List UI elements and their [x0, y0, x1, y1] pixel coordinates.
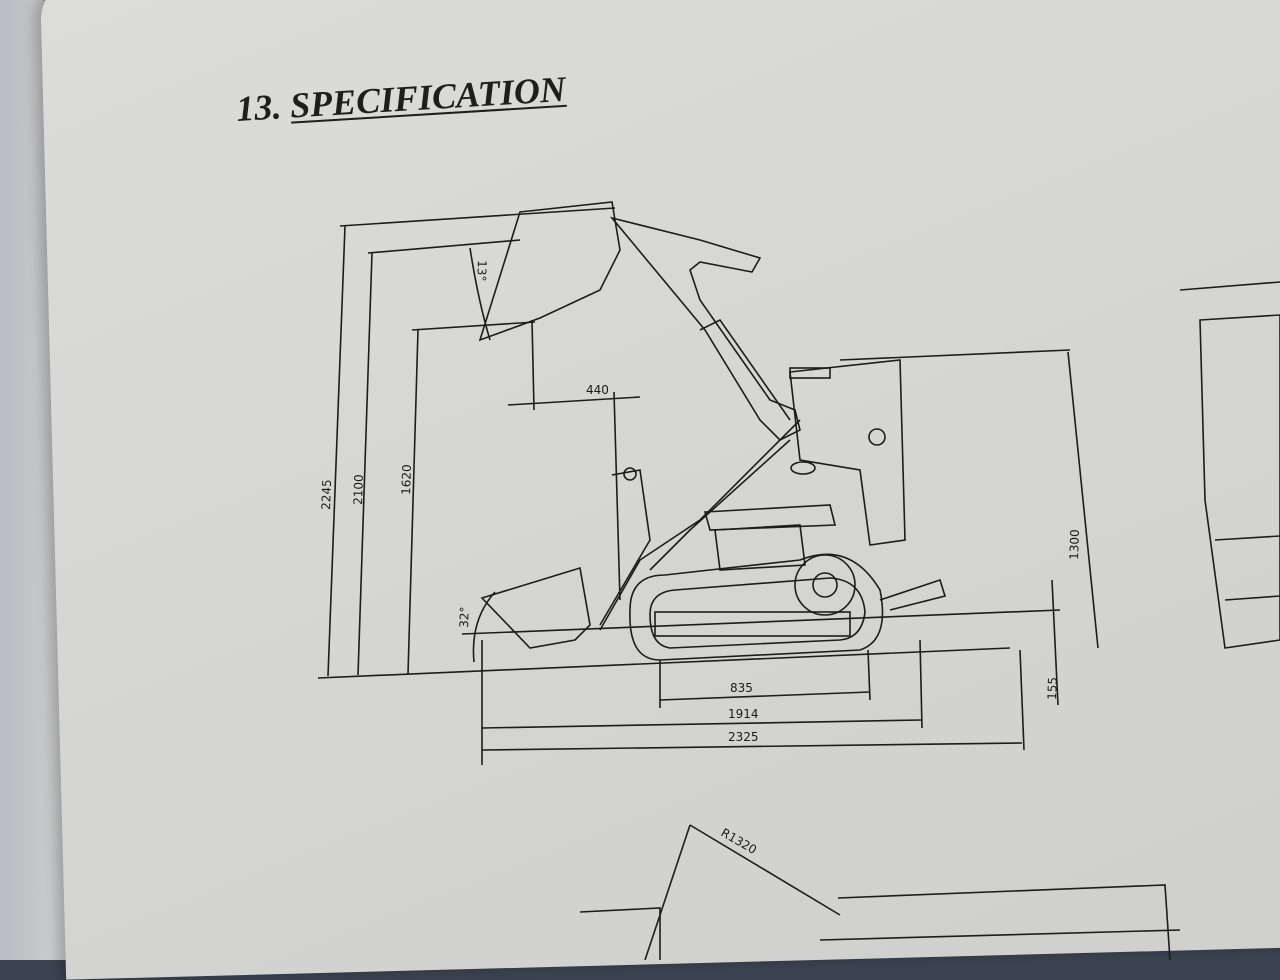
- front-view-partial: [1179, 281, 1280, 649]
- label-1300: 1300: [1067, 529, 1082, 560]
- label-13deg: 13°: [474, 260, 489, 282]
- top-view-partial: [579, 884, 1181, 960]
- label-2100: 2100: [351, 474, 366, 505]
- label-r1320: R1320: [719, 825, 760, 857]
- drive-sprocket: [794, 554, 856, 616]
- label-155: 155: [1045, 677, 1060, 700]
- label-2245: 2245: [319, 479, 334, 510]
- dim-line-1300: [1067, 351, 1099, 649]
- label-1914: 1914: [728, 707, 759, 721]
- label-1620: 1620: [399, 464, 414, 495]
- loader-arm: [609, 216, 801, 441]
- lowered-bucket: [480, 566, 591, 649]
- label-835: 835: [730, 681, 753, 695]
- dim-1300-ext: [839, 349, 1071, 361]
- dim-line-835: [659, 691, 871, 701]
- engine: [714, 524, 806, 571]
- dim-line-1620: [407, 329, 419, 675]
- side-view-drawing: 2245 2100 1620 13° 440 32° 835 1914 2325…: [317, 201, 1280, 960]
- dim-line-2325: [481, 742, 1023, 751]
- dim-line-2245: [327, 225, 346, 677]
- label-32deg: 32°: [457, 606, 472, 628]
- machine-body: [789, 359, 906, 546]
- label-2325: 2325: [728, 730, 759, 744]
- ground-line: [317, 647, 1011, 679]
- dim-line-1914: [481, 719, 923, 729]
- raised-bucket: [478, 201, 621, 342]
- label-440: 440: [586, 383, 609, 397]
- track: [629, 553, 884, 661]
- dim-line-2100: [357, 252, 373, 676]
- dim-line-440: [507, 396, 641, 406]
- dim-line-155: [1051, 579, 1059, 706]
